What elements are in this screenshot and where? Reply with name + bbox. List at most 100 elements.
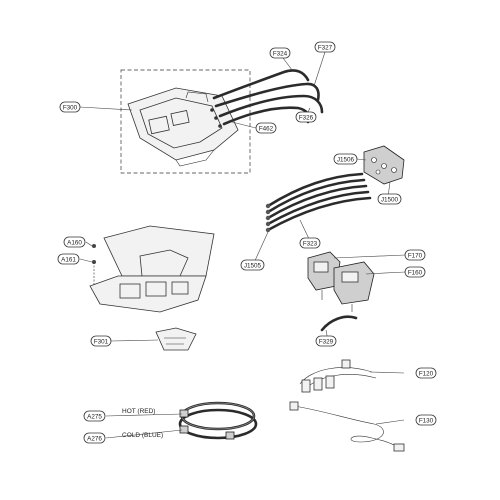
label-a161: A161 <box>57 253 80 265</box>
drawer-compartment-1 <box>119 283 141 299</box>
valve-outlets <box>321 290 353 312</box>
cup-ribs <box>164 337 186 345</box>
label-f326: F326 <box>295 111 317 123</box>
label-f300: F300 <box>59 101 81 113</box>
cable-f130-plug-b <box>393 443 405 452</box>
lead-f323 <box>299 219 311 242</box>
label-f324: F324 <box>269 47 291 59</box>
hose-bundle-f323 <box>265 172 372 233</box>
svg-text:F326: F326 <box>299 115 314 122</box>
harness-plug-2 <box>313 377 323 391</box>
drawer-cover <box>103 225 215 277</box>
wire-harness-f120 <box>299 359 377 393</box>
svg-text:F160: F160 <box>408 270 423 277</box>
dispenser-housing-assembly <box>120 69 251 174</box>
svg-text:F462: F462 <box>259 126 274 133</box>
drawer-cover-window <box>139 249 189 277</box>
dashed-assembly-frame <box>120 69 251 174</box>
lead-f327 <box>313 51 326 87</box>
label-f120: F120 <box>415 367 437 379</box>
drawer-compartment-3 <box>171 281 189 295</box>
manifold-port-1 <box>371 157 377 163</box>
cable-f130-plug-a <box>289 401 299 411</box>
inlet-hoses: HOT (RED) COLD (BLUE) <box>122 401 258 440</box>
label-j1500: J1500 <box>377 193 402 205</box>
hose-f326-upper <box>218 94 324 118</box>
svg-text:A275: A275 <box>87 414 102 421</box>
cup-body <box>155 327 197 351</box>
manifold-port-3 <box>391 167 397 173</box>
lead-a275 <box>105 413 183 417</box>
svg-text:F323: F323 <box>303 241 318 248</box>
dispenser-drawer-assembly <box>89 225 215 313</box>
lead-a160 <box>85 241 93 247</box>
water-valves <box>307 251 375 312</box>
cold-hose-coil <box>178 408 258 440</box>
cold-hose-fitting <box>179 425 189 434</box>
hose-f329 <box>320 315 358 332</box>
caption-cold: COLD (BLUE) <box>122 432 163 439</box>
label-f327: F327 <box>314 41 336 53</box>
label-f170: F170 <box>404 249 426 261</box>
housing-port-1 <box>210 108 214 112</box>
svg-text:F324: F324 <box>273 51 288 58</box>
label-f160: F160 <box>404 266 426 278</box>
lead-f324 <box>282 57 293 71</box>
bundle-end-4 <box>265 221 271 227</box>
bundle-hose-2 <box>266 178 366 214</box>
housing-bottom-edge <box>175 149 215 167</box>
valve-f160-body <box>333 261 375 305</box>
label-j1505: J1505 <box>240 259 265 271</box>
label-a275: A275 <box>83 410 106 422</box>
lead-f130 <box>375 419 405 425</box>
label-j1506: J1506 <box>333 153 358 165</box>
svg-text:F120: F120 <box>419 371 434 378</box>
lead-f120 <box>369 371 405 374</box>
lead-j1505 <box>252 231 269 266</box>
label-f462: F462 <box>255 122 277 134</box>
svg-text:J1506: J1506 <box>337 157 355 164</box>
lead-f301 <box>110 339 159 342</box>
bundle-end-2 <box>265 209 271 215</box>
svg-text:A161: A161 <box>61 257 76 264</box>
valve-f170-coil <box>313 261 329 273</box>
cable-f130 <box>289 401 405 452</box>
harness-plug-1 <box>301 379 311 393</box>
housing-top-bracket <box>185 91 209 103</box>
label-f301: F301 <box>90 335 112 347</box>
harness-wire-1 <box>299 367 373 385</box>
lead-f300 <box>79 106 133 111</box>
hot-hose-highlight <box>181 402 255 430</box>
manifold-port-4 <box>375 169 381 175</box>
svg-text:A276: A276 <box>87 436 102 443</box>
svg-text:J1505: J1505 <box>244 263 262 270</box>
leader-lines <box>79 51 406 439</box>
svg-text:F327: F327 <box>318 45 333 52</box>
harness-plug-4 <box>341 359 351 369</box>
housing-port-3 <box>218 124 222 128</box>
harness-plug-3 <box>325 375 335 389</box>
svg-text:A160: A160 <box>67 240 82 247</box>
lead-j1506 <box>356 158 367 161</box>
drawer-compartment-2 <box>145 281 167 297</box>
label-f130: F130 <box>415 414 437 426</box>
hose-f324 <box>212 69 310 100</box>
housing-compartment-right <box>170 109 190 127</box>
label-a276: A276 <box>83 432 106 444</box>
manifold-connector <box>363 145 405 185</box>
valve-f160-coil <box>341 271 359 283</box>
housing-port-2 <box>214 116 218 120</box>
bundle-end-1 <box>265 203 271 209</box>
label-f323: F323 <box>299 237 321 249</box>
bundle-end-3 <box>265 215 271 221</box>
housing-compartment-left <box>148 115 170 135</box>
screw-a160 <box>92 244 96 248</box>
bundle-end-5 <box>265 227 271 233</box>
svg-text:F329: F329 <box>319 339 334 346</box>
svg-text:F170: F170 <box>408 253 423 260</box>
svg-text:J1500: J1500 <box>381 197 399 204</box>
manifold-port-2 <box>381 163 387 169</box>
svg-text:F301: F301 <box>94 339 109 346</box>
svg-text:F300: F300 <box>63 105 78 112</box>
